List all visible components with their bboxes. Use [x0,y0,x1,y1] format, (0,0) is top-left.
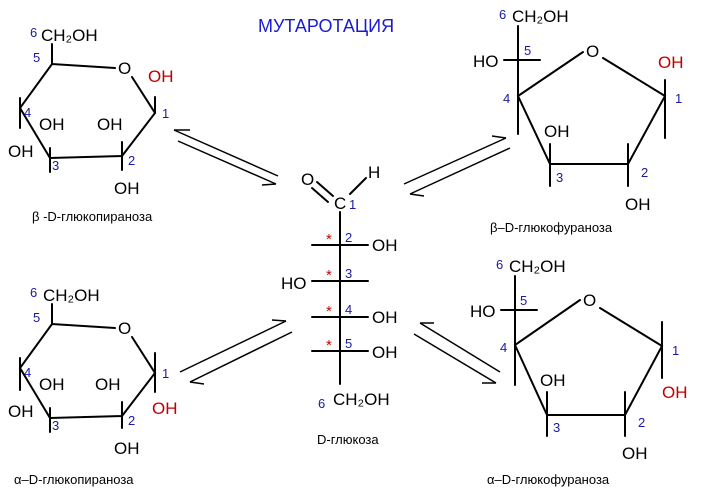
pyranose-ring [18,322,157,420]
ring-oxygen: O [586,42,599,61]
ho-group: HO [470,302,496,321]
carbon-c1: C [334,194,346,213]
carbon-number-5: 5 [33,50,40,65]
alpha-pyranose-structure: 6 CH₂OH 5 O 1 OH 4 OH OH OH 3 2 OH α–D-г… [8,285,178,487]
d-glucose-open-chain: O H C 1 * 2 OH * 3 HO * 4 OH * 5 OH 6 CH… [281,163,398,447]
chiral-star: * [326,303,332,320]
carbon-number-2: 2 [128,153,135,168]
carbon-number-5: 5 [524,43,531,58]
carbon-number-4: 4 [345,302,352,317]
anomeric-oh: OH [148,67,174,86]
oh-group: OH [39,115,65,134]
carbon-number-6: 6 [318,396,325,411]
furanose-ring [513,299,664,416]
carbon-number-3: 3 [556,170,563,185]
ch2oh-group: CH₂OH [509,257,566,276]
pyranose-ring [18,62,157,160]
equilibrium-arrow-top-left [173,129,279,186]
oh-group: OH [8,142,34,161]
oh-group: OH [625,195,651,214]
bond [311,187,329,203]
ch2oh-group: CH₂OH [41,26,98,45]
oh-group: OH [372,308,398,327]
chiral-star: * [326,267,332,284]
carbon-number-1: 1 [349,197,356,212]
carbon-number-6: 6 [496,257,503,272]
ch2oh-group: CH₂OH [333,390,390,409]
carbon-number-4: 4 [24,105,31,120]
carbon-number-1: 1 [162,366,169,381]
carbon-number-1: 1 [675,91,682,106]
ring-oxygen: O [583,291,596,310]
bond [349,177,367,195]
carbon-number-4: 4 [500,340,507,355]
oh-group: OH [97,115,123,134]
oh-group: OH [372,343,398,362]
furanose-ring [516,51,667,165]
oh-group: OH [8,402,34,421]
structure-caption: α–D-глюкопираноза [14,472,134,487]
equilibrium-arrow-top-right [403,135,511,197]
beta-pyranose-structure: 6 CH₂OH 5 O OH 1 4 OH OH OH 3 2 OH β -D-… [8,25,174,224]
carbon-number-2: 2 [638,415,645,430]
carbon-number-3: 3 [52,418,59,433]
oh-group: OH [39,375,65,394]
structure-caption: β–D-глюкофураноза [490,220,613,235]
carbon-number-3: 3 [345,266,352,281]
carbon-number-6: 6 [30,25,37,40]
ch2oh-group: CH₂OH [512,7,569,26]
diagram-title: МУТАРОТАЦИЯ [258,16,394,36]
structure-caption: D-глюкоза [317,432,379,447]
carbon-number-6: 6 [499,7,506,22]
carbon-number-5: 5 [345,336,352,351]
oh-group: OH [622,444,648,463]
carbon-number-2: 2 [345,230,352,245]
ring-oxygen: O [118,319,131,338]
ho-group: HO [473,52,499,71]
carbon-number-2: 2 [128,413,135,428]
anomeric-oh: OH [658,53,684,72]
anomeric-oh: OH [152,399,178,418]
carbon-number-4: 4 [24,365,31,380]
ho-group: HO [281,274,307,293]
oh-group: OH [114,179,140,198]
carbon-number-1: 1 [162,106,169,121]
structure-caption: β -D-глюкопираноза [32,209,153,224]
oh-group: OH [114,439,140,458]
chiral-star: * [326,231,332,248]
equilibrium-arrow-bottom-left [179,319,293,385]
oh-group: OH [372,236,398,255]
aldehyde-hydrogen: H [368,163,380,182]
carbon-number-5: 5 [33,310,40,325]
bond [316,181,334,197]
carbon-number-2: 2 [641,165,648,180]
carbon-number-4: 4 [503,91,510,106]
carbon-number-5: 5 [520,293,527,308]
beta-furanose-structure: 6 CH₂OH HO 5 4 O OH 1 OH 3 2 OH β–D-глюк… [473,7,684,235]
aldehyde-oxygen: O [301,170,314,189]
ring-oxygen: O [118,59,131,78]
anomeric-oh: OH [662,383,688,402]
carbon-number-3: 3 [553,420,560,435]
ch2oh-group: CH₂OH [43,286,100,305]
oh-group: OH [544,122,570,141]
oh-group: OH [95,375,121,394]
structure-caption: α–D-глюкофураноза [487,472,610,487]
carbon-number-3: 3 [52,158,59,173]
chiral-star: * [326,337,332,354]
alpha-furanose-structure: 6 CH₂OH HO 5 4 O 1 OH OH 3 2 OH α–D-глюк… [470,257,688,487]
carbon-number-1: 1 [672,343,679,358]
equilibrium-arrow-bottom-right [413,322,501,384]
oh-group: OH [540,371,566,390]
carbon-number-6: 6 [30,285,37,300]
